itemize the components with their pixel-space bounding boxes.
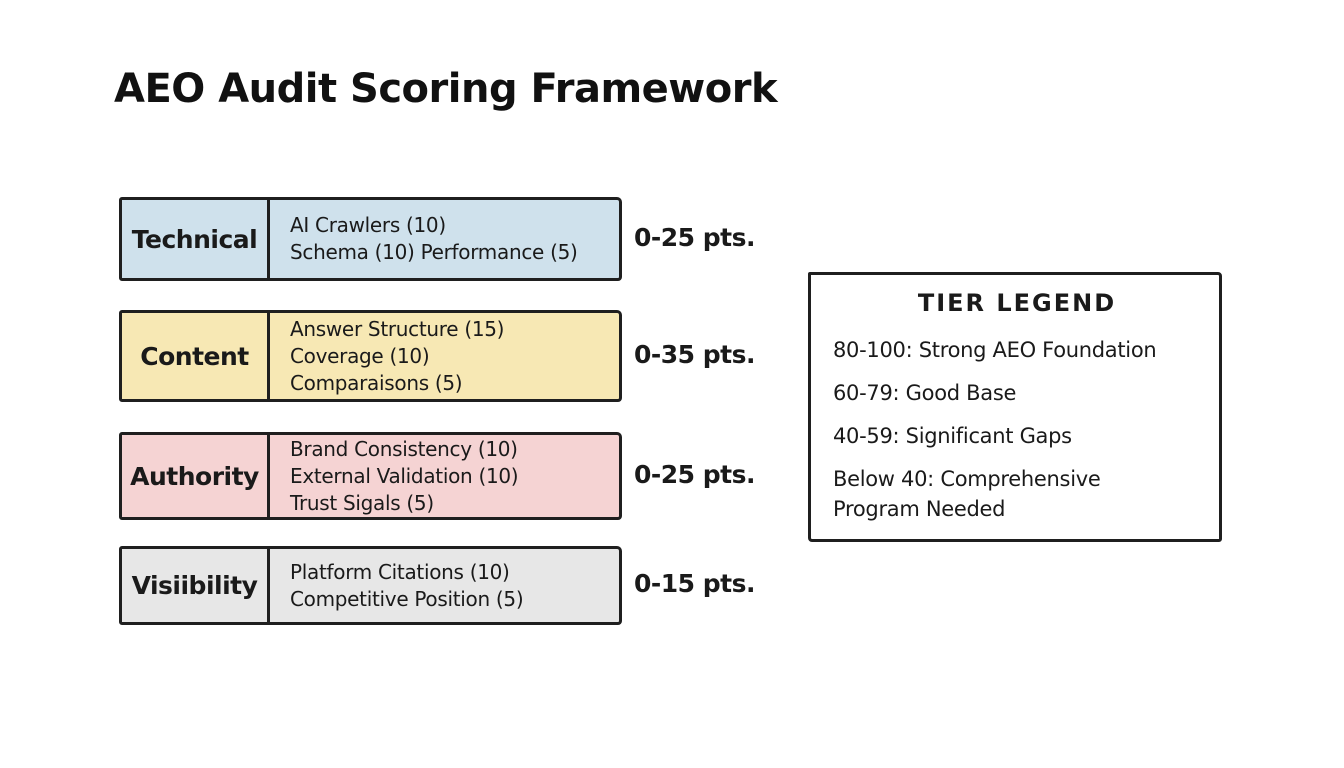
detail-line: Coverage (10) (290, 343, 430, 368)
detail-line: Comparaisons (5) (290, 370, 463, 395)
detail-line: Trust Sigals (5) (290, 490, 434, 515)
category-details-technical: AI Crawlers (10) Schema (10) Performance… (270, 200, 619, 278)
page-title: AEO Audit Scoring Framework (114, 66, 778, 112)
detail-line: Schema (10) Performance (5) (290, 240, 578, 264)
category-details-content: Answer Structure (15) Coverage (10) Comp… (270, 313, 619, 399)
category-row-technical: Technical AI Crawlers (10) Schema (10) P… (119, 197, 622, 281)
detail-line: External Validation (10) (290, 463, 519, 488)
points-range-technical: 0-25 pts. (634, 222, 756, 252)
tier-legend-box: TIER LEGEND 80-100: Strong AEO Foundatio… (808, 272, 1222, 542)
category-row-visibility: Visiibility Platform Citations (10) Comp… (119, 546, 622, 625)
category-label-content: Content (122, 313, 270, 399)
category-details-visibility: Platform Citations (10) Competitive Posi… (270, 549, 619, 622)
tier-legend-item: 60-79: Good Base (833, 381, 1017, 405)
tier-legend-item: 80-100: Strong AEO Foundation (833, 338, 1157, 362)
detail-line: AI Crawlers (10) (290, 213, 446, 237)
points-range-content: 0-35 pts. (634, 339, 756, 369)
category-details-authority: Brand Consistency (10) External Validati… (270, 435, 619, 517)
detail-line: Competitive Position (5) (290, 586, 524, 611)
tier-legend-title: TIER LEGEND (917, 289, 1117, 317)
category-label-authority: Authority (122, 435, 270, 517)
detail-line: Platform Citations (10) (290, 559, 510, 584)
category-label-visibility: Visiibility (122, 549, 270, 622)
detail-line: Answer Structure (15) (290, 316, 505, 341)
points-range-authority: 0-25 pts. (634, 459, 756, 489)
category-row-content: Content Answer Structure (15) Coverage (… (119, 310, 622, 402)
detail-line: Brand Consistency (10) (290, 436, 518, 461)
tier-legend-item: Below 40: Comprehensive Program Needed (833, 467, 1101, 521)
category-row-authority: Authority Brand Consistency (10) Externa… (119, 432, 622, 520)
points-range-visibility: 0-15 pts. (634, 569, 756, 598)
tier-legend-item: 40-59: Significant Gaps (833, 424, 1072, 448)
category-label-technical: Technical (122, 200, 270, 278)
